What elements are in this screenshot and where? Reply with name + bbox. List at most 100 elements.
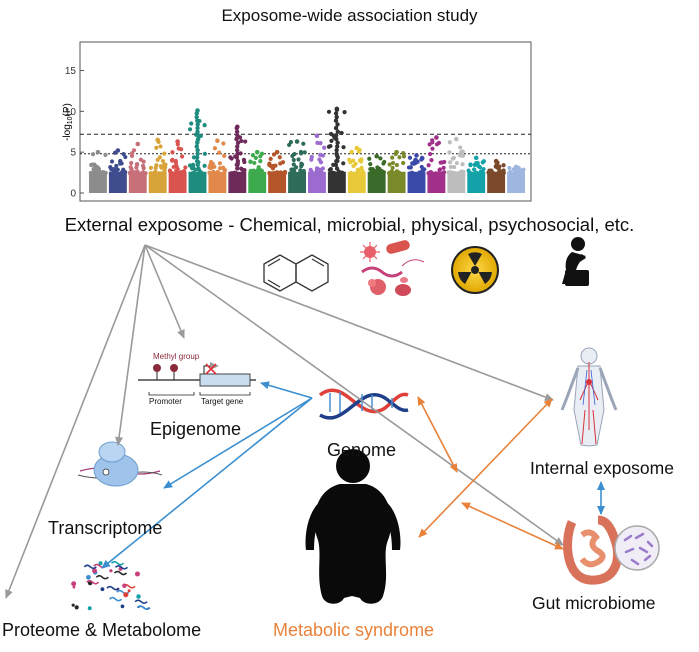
- point-band: [387, 171, 406, 193]
- data-point: [101, 170, 107, 175]
- data-point: [135, 162, 140, 167]
- data-point: [334, 147, 339, 153]
- data-point: [334, 166, 340, 171]
- data-point: [234, 129, 240, 134]
- data-point: [372, 170, 377, 175]
- data-point: [274, 149, 280, 155]
- data-point: [298, 149, 304, 155]
- molecule: [120, 604, 125, 609]
- molecule: [136, 594, 141, 599]
- point-band: [407, 171, 426, 193]
- data-point: [256, 165, 261, 170]
- data-points: [88, 106, 526, 193]
- molecule: [72, 585, 76, 589]
- molecule: [114, 564, 129, 570]
- data-point: [378, 171, 384, 176]
- data-point: [233, 170, 239, 176]
- methyl-group-label: Methyl group: [153, 352, 200, 361]
- data-point: [170, 157, 175, 163]
- molecule: [92, 568, 97, 574]
- point-band: [367, 171, 386, 193]
- data-point: [329, 170, 334, 175]
- point-band: [168, 171, 187, 193]
- data-point: [433, 171, 438, 176]
- data-point: [187, 127, 193, 132]
- point-band: [467, 171, 486, 193]
- data-point: [441, 165, 446, 170]
- data-point: [277, 155, 282, 160]
- data-point: [278, 161, 283, 166]
- data-point: [235, 158, 241, 164]
- point-band: [507, 171, 525, 193]
- data-point: [258, 154, 263, 159]
- data-point: [95, 149, 101, 155]
- data-point: [129, 167, 134, 172]
- data-point: [195, 162, 200, 168]
- data-point: [254, 171, 259, 176]
- data-point: [167, 168, 173, 173]
- data-point: [339, 130, 344, 136]
- intestine-icon: [563, 515, 660, 585]
- data-point: [171, 164, 176, 170]
- point-band: [268, 171, 287, 193]
- data-point: [390, 155, 395, 160]
- data-point: [123, 170, 128, 175]
- data-point: [501, 163, 506, 168]
- data-point: [282, 169, 288, 175]
- genome-label: Genome: [327, 440, 397, 460]
- data-point: [272, 171, 277, 176]
- data-point: [129, 160, 134, 166]
- data-point: [334, 114, 339, 120]
- data-point: [195, 133, 201, 138]
- data-point: [454, 136, 459, 142]
- y-tick-label: 0: [70, 189, 76, 200]
- data-point: [217, 161, 223, 166]
- data-point: [351, 163, 356, 169]
- data-point: [191, 155, 197, 160]
- data-point: [195, 125, 200, 131]
- data-point: [426, 163, 431, 168]
- data-point: [299, 162, 305, 167]
- relationship-arrows: [417, 396, 564, 550]
- data-point: [322, 145, 327, 150]
- metabolic-syndrome-label: Metabolic syndrome: [273, 620, 435, 640]
- point-band: [288, 171, 306, 193]
- data-point: [326, 144, 332, 149]
- data-point: [450, 156, 455, 161]
- data-point: [468, 171, 474, 176]
- data-point: [239, 166, 244, 171]
- data-point: [276, 171, 281, 176]
- data-point: [234, 136, 239, 142]
- data-point: [333, 133, 339, 138]
- data-point: [348, 170, 354, 176]
- data-point: [189, 166, 195, 171]
- data-point: [422, 167, 427, 172]
- data-point: [120, 170, 125, 175]
- data-point: [155, 157, 160, 162]
- data-point: [507, 165, 512, 171]
- data-point: [308, 171, 314, 176]
- data-point: [148, 171, 153, 176]
- data-point: [342, 109, 347, 115]
- molecule: [127, 589, 131, 593]
- point-band: [347, 171, 366, 193]
- molecule: [122, 583, 127, 588]
- data-point: [158, 144, 163, 149]
- data-point: [302, 150, 307, 155]
- data-point: [291, 157, 296, 163]
- data-point: [235, 166, 240, 171]
- y-tick-label: 5: [70, 148, 76, 159]
- data-point: [397, 155, 402, 160]
- data-point: [235, 133, 240, 138]
- data-point: [351, 158, 356, 163]
- data-point: [194, 158, 200, 164]
- data-point: [202, 163, 207, 168]
- data-point: [195, 129, 200, 134]
- data-point: [140, 170, 146, 175]
- data-point: [326, 109, 332, 114]
- data-point: [296, 157, 301, 162]
- data-point: [301, 141, 306, 146]
